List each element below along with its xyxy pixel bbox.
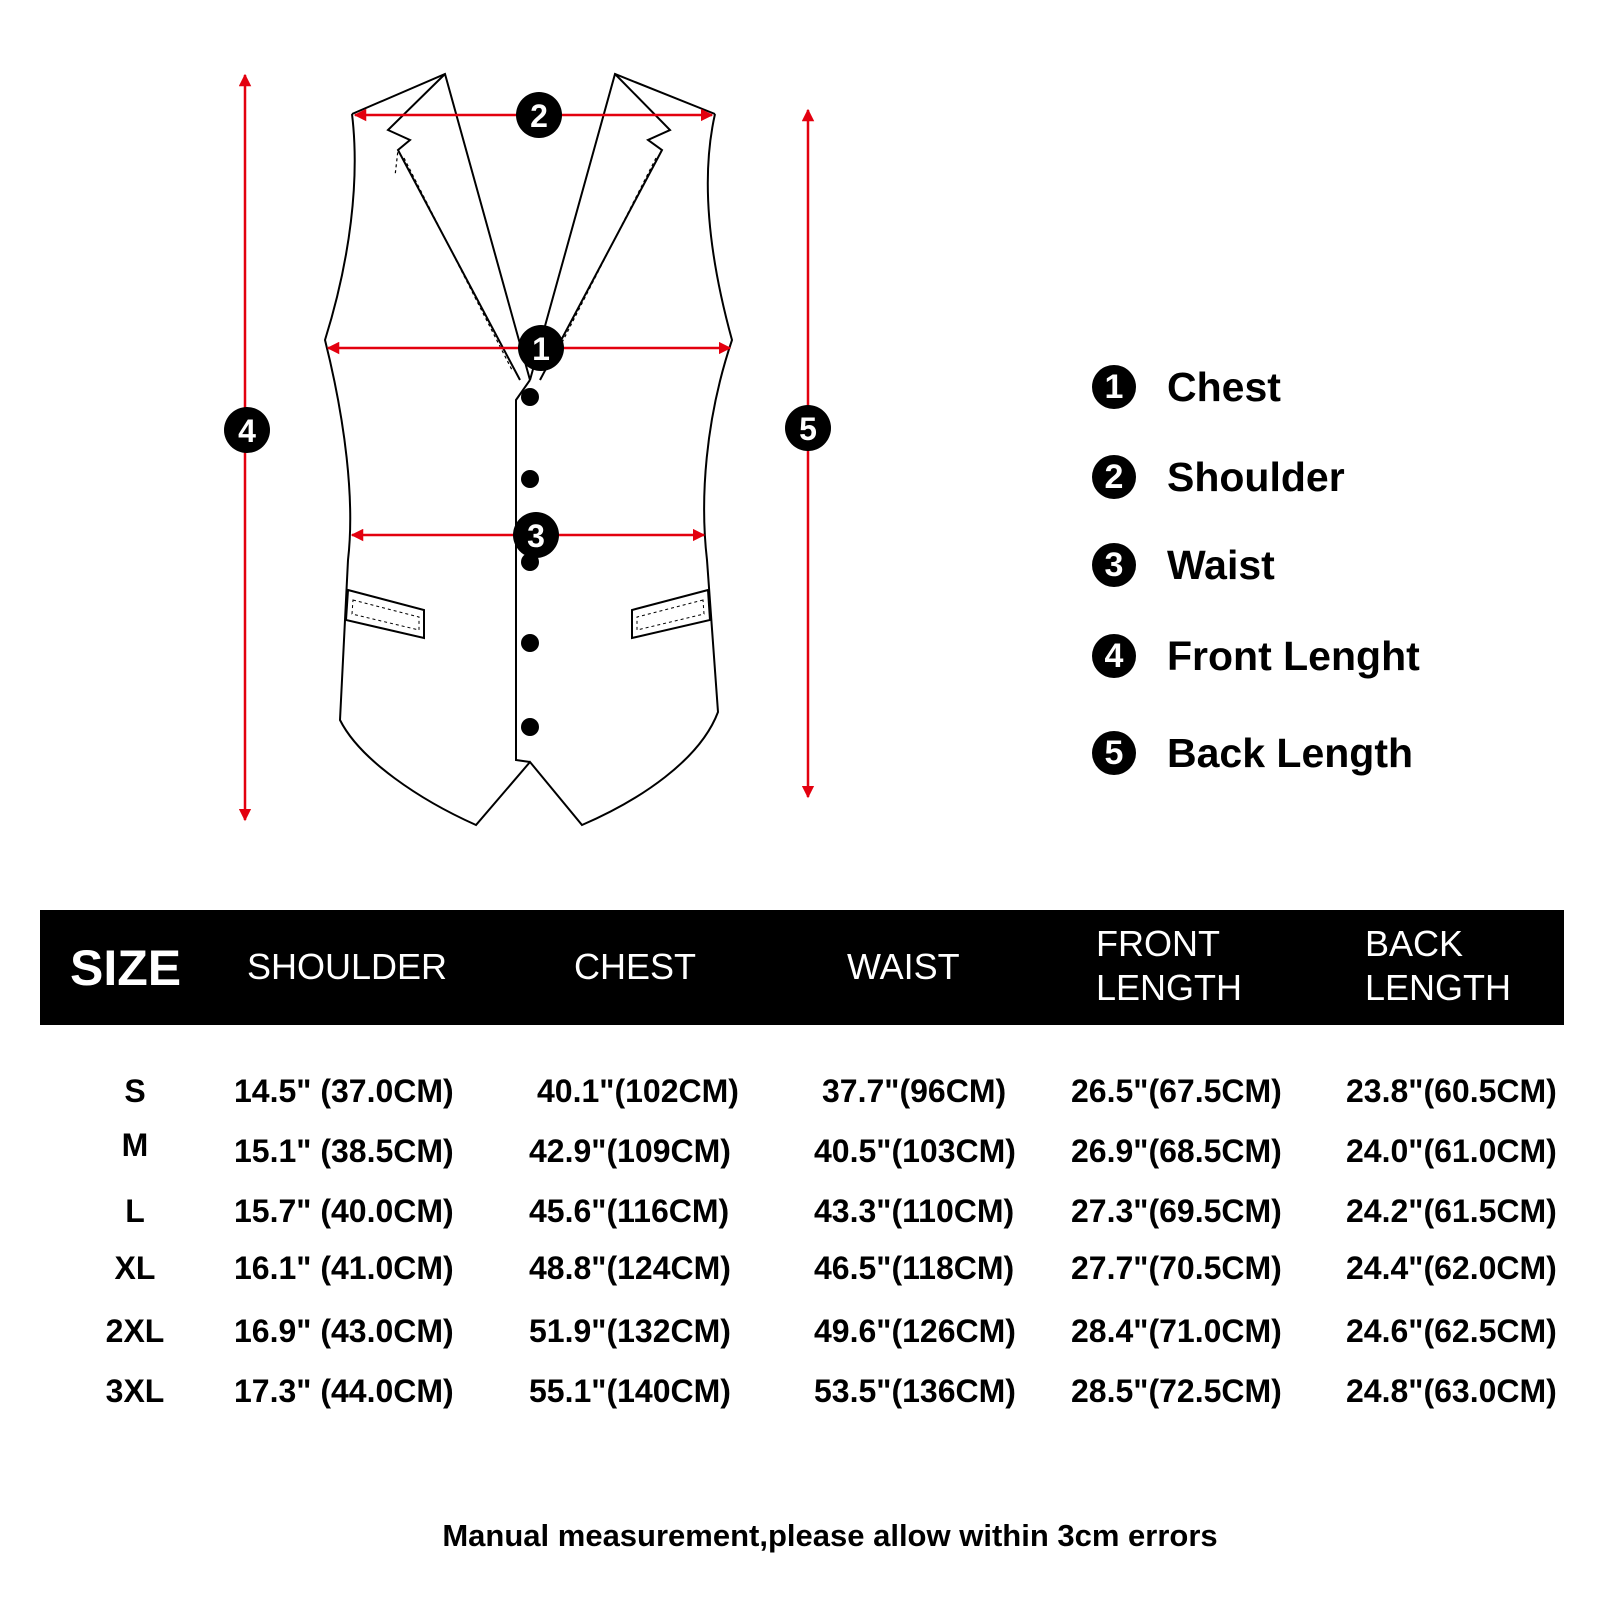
cell-chest: 55.1"(140CM) xyxy=(529,1373,731,1409)
cell-chest: 45.6"(116CM) xyxy=(529,1193,730,1229)
legend-item-back-length: 5 Back Length xyxy=(1092,728,1413,778)
measurement-footnote: Manual measurement,please allow within 3… xyxy=(442,1518,1218,1553)
cell-front-length: 28.4"(71.0CM) xyxy=(1071,1313,1282,1349)
header-shoulder: SHOULDER xyxy=(247,946,448,987)
button-2 xyxy=(521,470,539,488)
legend-item-front-length: 4 Front Lenght xyxy=(1092,631,1420,681)
cell-back-length: 24.6"(62.5CM) xyxy=(1346,1313,1557,1349)
size-table-header: SIZE SHOULDER CHEST WAIST FRONT LENGTH B… xyxy=(40,910,1564,1025)
cell-shoulder: 15.7" (40.0CM) xyxy=(234,1193,454,1229)
cell-waist: 37.7"(96CM) xyxy=(822,1073,1007,1109)
cell-back-length: 24.0"(61.0CM) xyxy=(1346,1133,1557,1169)
cell-chest: 42.9"(109CM) xyxy=(529,1133,731,1169)
cell-waist: 49.6"(126CM) xyxy=(814,1313,1016,1349)
legend-number: 2 xyxy=(1092,455,1136,499)
cell-front-length: 27.7"(70.5CM) xyxy=(1071,1250,1282,1286)
cell-shoulder: 14.5" (37.0CM) xyxy=(234,1073,454,1109)
cell-size: M xyxy=(121,1127,149,1163)
cell-back-length: 24.2"(61.5CM) xyxy=(1346,1193,1557,1229)
header-size: SIZE xyxy=(70,940,182,996)
legend-label: Back Length xyxy=(1167,729,1414,776)
legend-label: Shoulder xyxy=(1167,453,1345,500)
cell-chest: 48.8"(124CM) xyxy=(529,1250,731,1286)
cell-front-length: 28.5"(72.5CM) xyxy=(1071,1373,1282,1409)
cell-shoulder: 16.1" (41.0CM) xyxy=(234,1250,454,1286)
svg-text:1: 1 xyxy=(532,331,550,367)
cell-chest: 51.9"(132CM) xyxy=(529,1313,731,1349)
table-row: S 14.5" (37.0CM) 40.1"(102CM) 37.7"(96CM… xyxy=(0,1069,1600,1113)
cell-size: S xyxy=(124,1073,146,1109)
cell-front-length: 27.3"(69.5CM) xyxy=(1071,1193,1282,1229)
svg-text:4: 4 xyxy=(238,413,256,449)
vest-buttons xyxy=(521,388,539,736)
cell-front-length: 26.5"(67.5CM) xyxy=(1071,1073,1282,1109)
cell-size: 3XL xyxy=(105,1373,165,1409)
vest-diagram: 1 2 3 4 5 xyxy=(224,72,831,827)
marker-shoulder: 2 xyxy=(516,92,562,138)
cell-chest: 40.1"(102CM) xyxy=(537,1073,739,1109)
table-row: L 15.7" (40.0CM) 45.6"(116CM) 43.3"(110C… xyxy=(0,1189,1600,1233)
header-back-length: BACK LENGTH xyxy=(1365,923,1512,1008)
header-front-length: FRONT LENGTH xyxy=(1096,923,1243,1008)
table-row: XL 16.1" (41.0CM) 48.8"(124CM) 46.5"(118… xyxy=(0,1246,1600,1290)
cell-waist: 46.5"(118CM) xyxy=(814,1250,1015,1286)
cell-shoulder: 17.3" (44.0CM) xyxy=(234,1373,454,1409)
legend-label: Chest xyxy=(1167,363,1281,410)
cell-back-length: 24.4"(62.0CM) xyxy=(1346,1250,1557,1286)
marker-chest: 1 xyxy=(518,325,564,371)
svg-text:5: 5 xyxy=(799,411,817,447)
legend-label: Front Lenght xyxy=(1167,632,1420,679)
cell-shoulder: 16.9" (43.0CM) xyxy=(234,1313,454,1349)
legend-item-shoulder: 2 Shoulder xyxy=(1092,452,1345,502)
table-row: 2XL 16.9" (43.0CM) 51.9"(132CM) 49.6"(12… xyxy=(0,1309,1600,1353)
cell-waist: 53.5"(136CM) xyxy=(814,1373,1016,1409)
marker-back-length: 5 xyxy=(785,405,831,451)
legend-label: Waist xyxy=(1167,541,1275,588)
svg-text:3: 3 xyxy=(527,518,545,554)
button-1 xyxy=(521,388,539,406)
cell-front-length: 26.9"(68.5CM) xyxy=(1071,1133,1282,1169)
svg-text:2: 2 xyxy=(530,98,548,134)
legend-number: 4 xyxy=(1092,634,1136,678)
cell-back-length: 24.8"(63.0CM) xyxy=(1346,1373,1557,1409)
header-waist: WAIST xyxy=(847,946,960,987)
cell-size: XL xyxy=(114,1250,156,1286)
legend-number: 1 xyxy=(1092,365,1136,409)
marker-front-length: 4 xyxy=(224,407,270,453)
button-4 xyxy=(521,634,539,652)
header-chest: CHEST xyxy=(574,946,697,987)
vest-outline xyxy=(323,72,734,827)
table-row: 3XL 17.3" (44.0CM) 55.1"(140CM) 53.5"(13… xyxy=(0,1369,1600,1413)
legend-item-waist: 3 Waist xyxy=(1092,540,1275,590)
cell-shoulder: 15.1" (38.5CM) xyxy=(234,1133,454,1169)
legend-item-chest: 1 Chest xyxy=(1092,362,1281,412)
cell-size: 2XL xyxy=(105,1313,165,1349)
table-row: M 15.1" (38.5CM) 42.9"(109CM) 40.5"(103C… xyxy=(0,1127,1600,1173)
cell-waist: 43.3"(110CM) xyxy=(814,1193,1015,1229)
cell-size: L xyxy=(125,1193,145,1229)
button-5 xyxy=(521,718,539,736)
cell-waist: 40.5"(103CM) xyxy=(814,1133,1016,1169)
cell-back-length: 23.8"(60.5CM) xyxy=(1346,1073,1557,1109)
legend-number: 3 xyxy=(1092,543,1136,587)
legend-number: 5 xyxy=(1092,731,1136,775)
marker-waist: 3 xyxy=(513,512,559,558)
